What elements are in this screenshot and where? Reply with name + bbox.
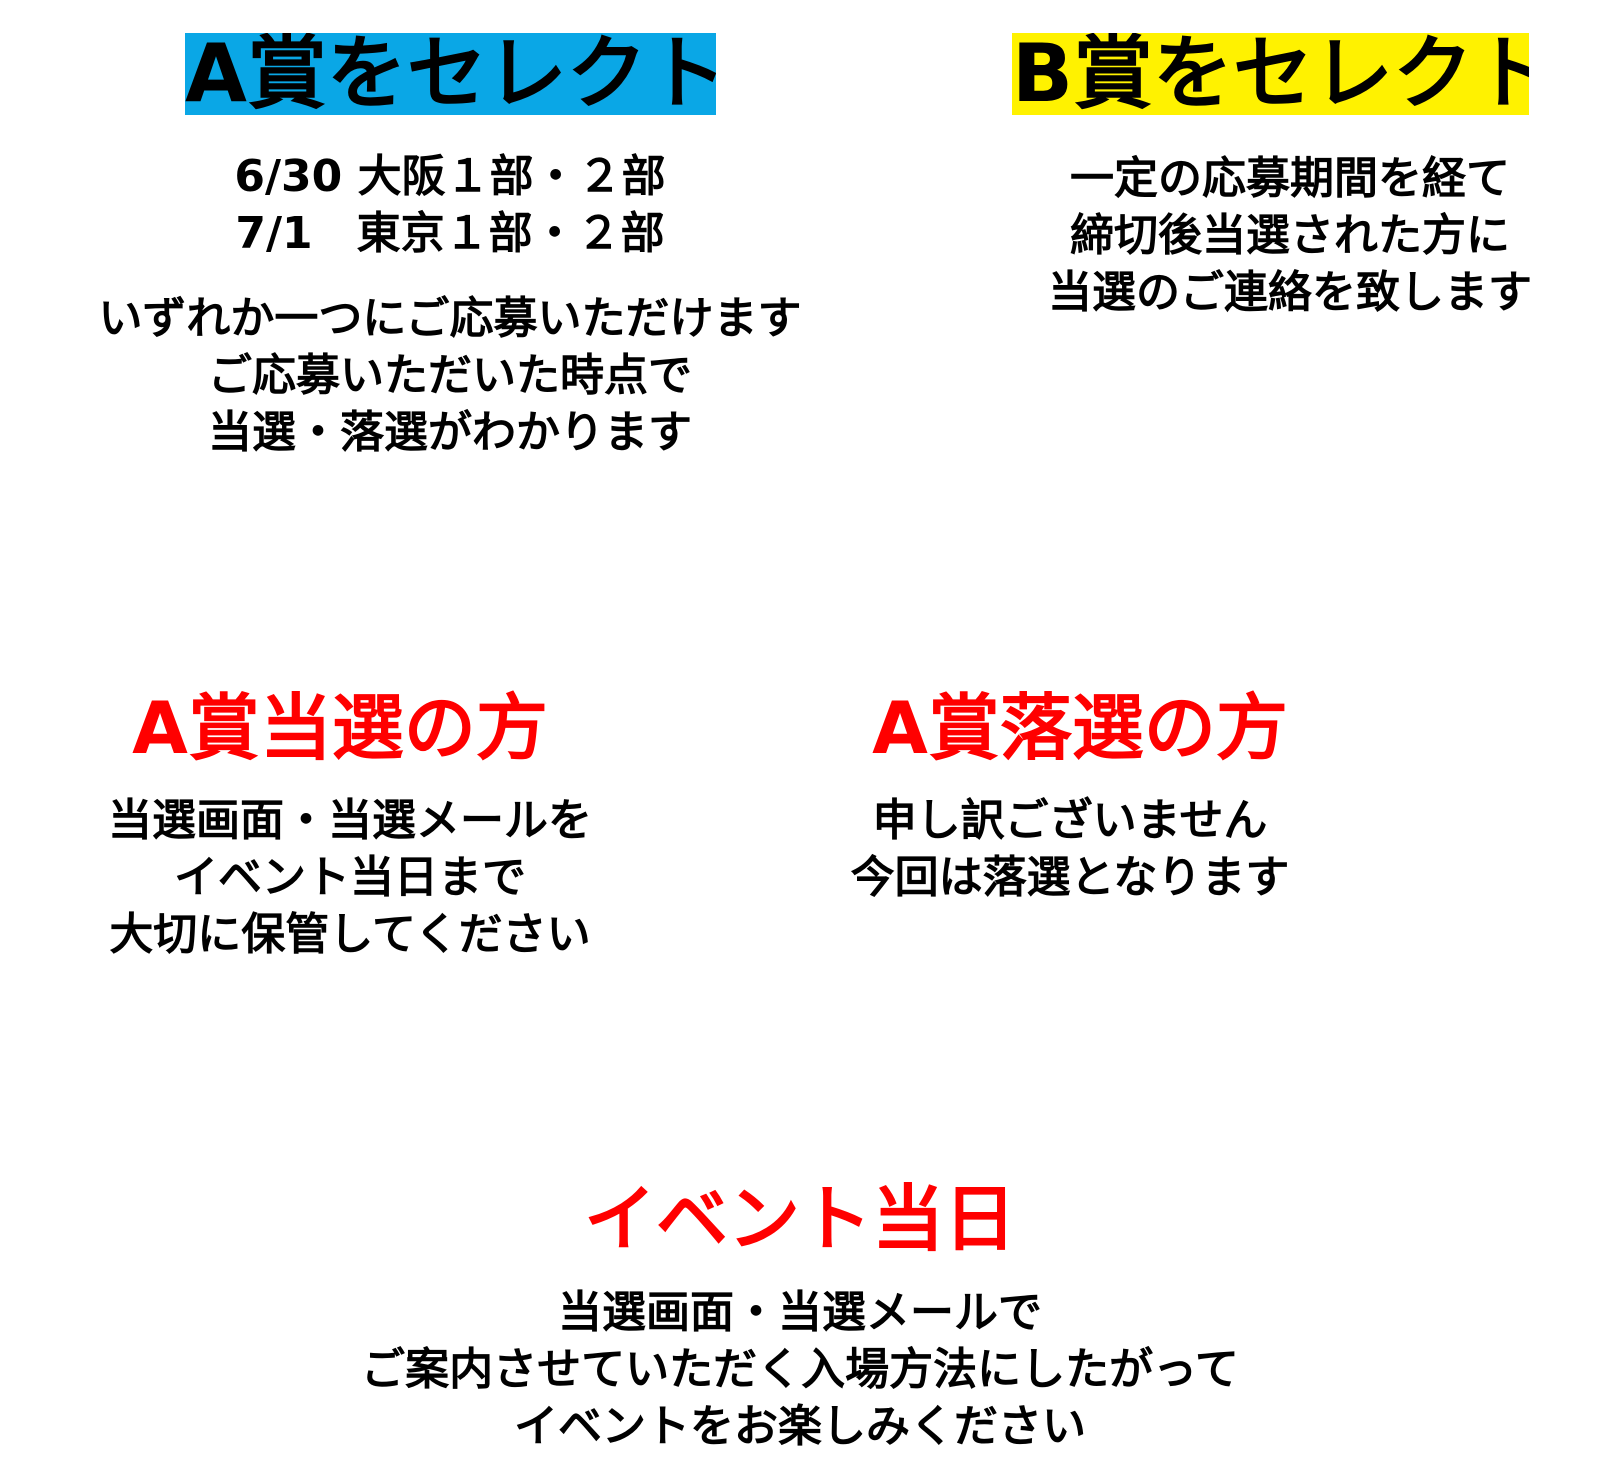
event-day-description-line-1: 当選画面・当選メールで xyxy=(558,1287,1042,1338)
a-select-schedule-line-1: 6/30 大阪１部・２部 xyxy=(234,151,666,202)
a-select-description: いずれか一つにご応募いただけます ご応募いただいた時点で 当選・落選がわかります xyxy=(40,290,860,461)
a-select-title: A賞をセレクト xyxy=(185,33,716,115)
event-day-description: 当選画面・当選メールで ご案内させていただく入場方法にしたがって イベントをお楽… xyxy=(260,1284,1340,1455)
b-select-description: 一定の応募期間を経て 締切後当選された方に 当選のご連絡を致します xyxy=(1000,150,1580,321)
a-lose-title: A賞落選の方 xyxy=(872,686,1288,770)
a-lose-description: 申し訳ございません 今回は落選となります xyxy=(800,792,1340,906)
a-lose-description-line-2: 今回は落選となります xyxy=(850,852,1290,903)
event-day-description-line-3: イベントをお楽しみください xyxy=(514,1401,1086,1452)
b-select-description-line-3: 当選のご連絡を致します xyxy=(1048,267,1532,318)
a-select-schedule-line-2: 7/1 東京１部・２部 xyxy=(235,208,665,259)
a-select-description-line-1: いずれか一つにご応募いただけます xyxy=(98,293,802,344)
a-win-description-line-3: 大切に保管してください xyxy=(109,909,591,960)
a-select-description-line-3: 当選・落選がわかります xyxy=(208,407,692,458)
a-win-description-line-1: 当選画面・当選メールを xyxy=(108,795,592,846)
b-select-description-line-1: 一定の応募期間を経て xyxy=(1070,153,1510,204)
a-win-description: 当選画面・当選メールを イベント当日まで 大切に保管してください xyxy=(40,792,660,963)
b-select-title: B賞をセレクト xyxy=(1012,33,1529,115)
event-day-title: イベント当日 xyxy=(583,1177,1016,1261)
a-select-schedule: 6/30 大阪１部・２部 7/1 東京１部・２部 xyxy=(170,148,730,262)
a-win-description-line-2: イベント当日まで xyxy=(174,852,526,903)
b-select-description-line-2: 締切後当選された方に xyxy=(1070,210,1510,261)
a-lose-description-line-1: 申し訳ございません xyxy=(872,795,1268,846)
event-day-description-line-2: ご案内させていただく入場方法にしたがって xyxy=(361,1344,1239,1395)
a-win-title: A賞当選の方 xyxy=(132,686,548,770)
a-select-description-line-2: ご応募いただいた時点で xyxy=(208,350,692,401)
